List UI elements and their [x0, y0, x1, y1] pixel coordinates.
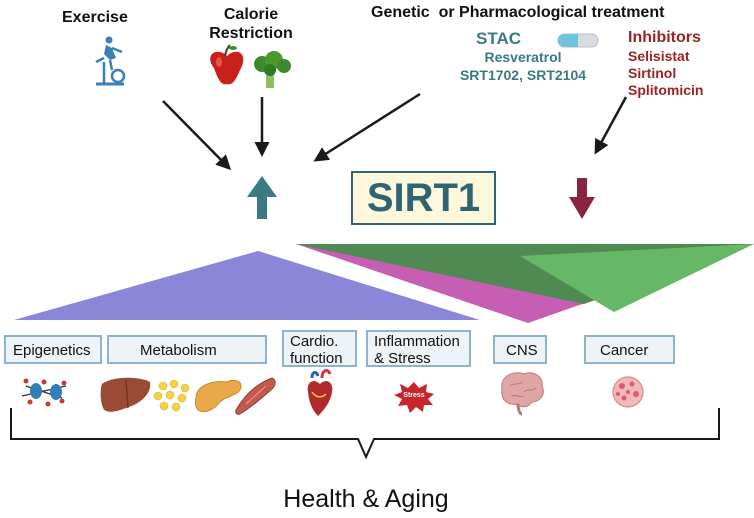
calorie-restriction-label: Calorie Restriction	[196, 5, 306, 43]
cardio-line1: Cardio.	[290, 333, 339, 350]
stac-item: SRT1702, SRT2104	[459, 67, 587, 83]
calorie-line2: Restriction	[209, 25, 293, 42]
arrow-exercise	[162, 100, 232, 171]
genetic-pharmacological-label: Genetic or Pharmacological treatment	[371, 4, 665, 21]
pancreas-icon	[194, 379, 242, 413]
brain-icon	[501, 372, 544, 416]
pill-icon	[557, 33, 599, 48]
arrow-inhibitors	[594, 96, 628, 155]
stac-item: Resveratrol	[484, 49, 562, 65]
blue-triangle	[14, 251, 480, 320]
stress-icon-label: Stress	[403, 392, 425, 399]
cancer-cell-icon	[612, 376, 644, 408]
up-arrow	[247, 176, 277, 219]
health-bracket	[10, 408, 720, 460]
muscle-icon	[235, 377, 276, 415]
broccoli-icon	[254, 51, 291, 88]
category-inflammation-stress: Inflammation & Stress	[366, 330, 471, 367]
heart-icon	[307, 369, 333, 416]
liver-icon	[100, 377, 151, 412]
inhibitors-label: Inhibitors	[628, 29, 701, 46]
category-cancer: Cancer	[584, 335, 675, 364]
sirt1-box: SIRT1	[351, 171, 496, 225]
arrow-stac	[313, 92, 421, 162]
category-cardio-function: Cardio. function	[282, 330, 357, 367]
health-aging-label: Health & Aging	[283, 485, 449, 513]
down-arrow	[569, 178, 595, 219]
inhibitor-item: Splitomicin	[628, 82, 704, 98]
apple-icon	[210, 44, 244, 85]
stress-burst-icon	[394, 382, 434, 413]
light-green-triangle	[520, 244, 754, 312]
calorie-line1: Calorie	[223, 6, 279, 23]
exercise-label: Exercise	[62, 9, 128, 26]
inflammation-line2: & Stress	[374, 350, 431, 367]
exercise-bike-icon	[95, 36, 126, 86]
stac-list: Resveratrol SRT1702, SRT2104	[440, 48, 606, 84]
category-epigenetics: Epigenetics	[4, 335, 102, 364]
inflammation-line1: Inflammation	[374, 333, 460, 350]
category-cns: CNS	[493, 335, 547, 364]
cardio-line2: function	[290, 350, 343, 367]
category-metabolism: Metabolism	[107, 335, 267, 364]
inhibitor-item: Selisistat	[628, 48, 690, 64]
stac-label: STAC	[476, 29, 522, 48]
dna-protein-icon	[21, 378, 67, 407]
fat-droplets-icon	[153, 379, 190, 412]
inhibitor-list: Selisistat Sirtinol Splitomicin	[628, 48, 703, 99]
inhibitor-item: Sirtinol	[628, 65, 677, 81]
